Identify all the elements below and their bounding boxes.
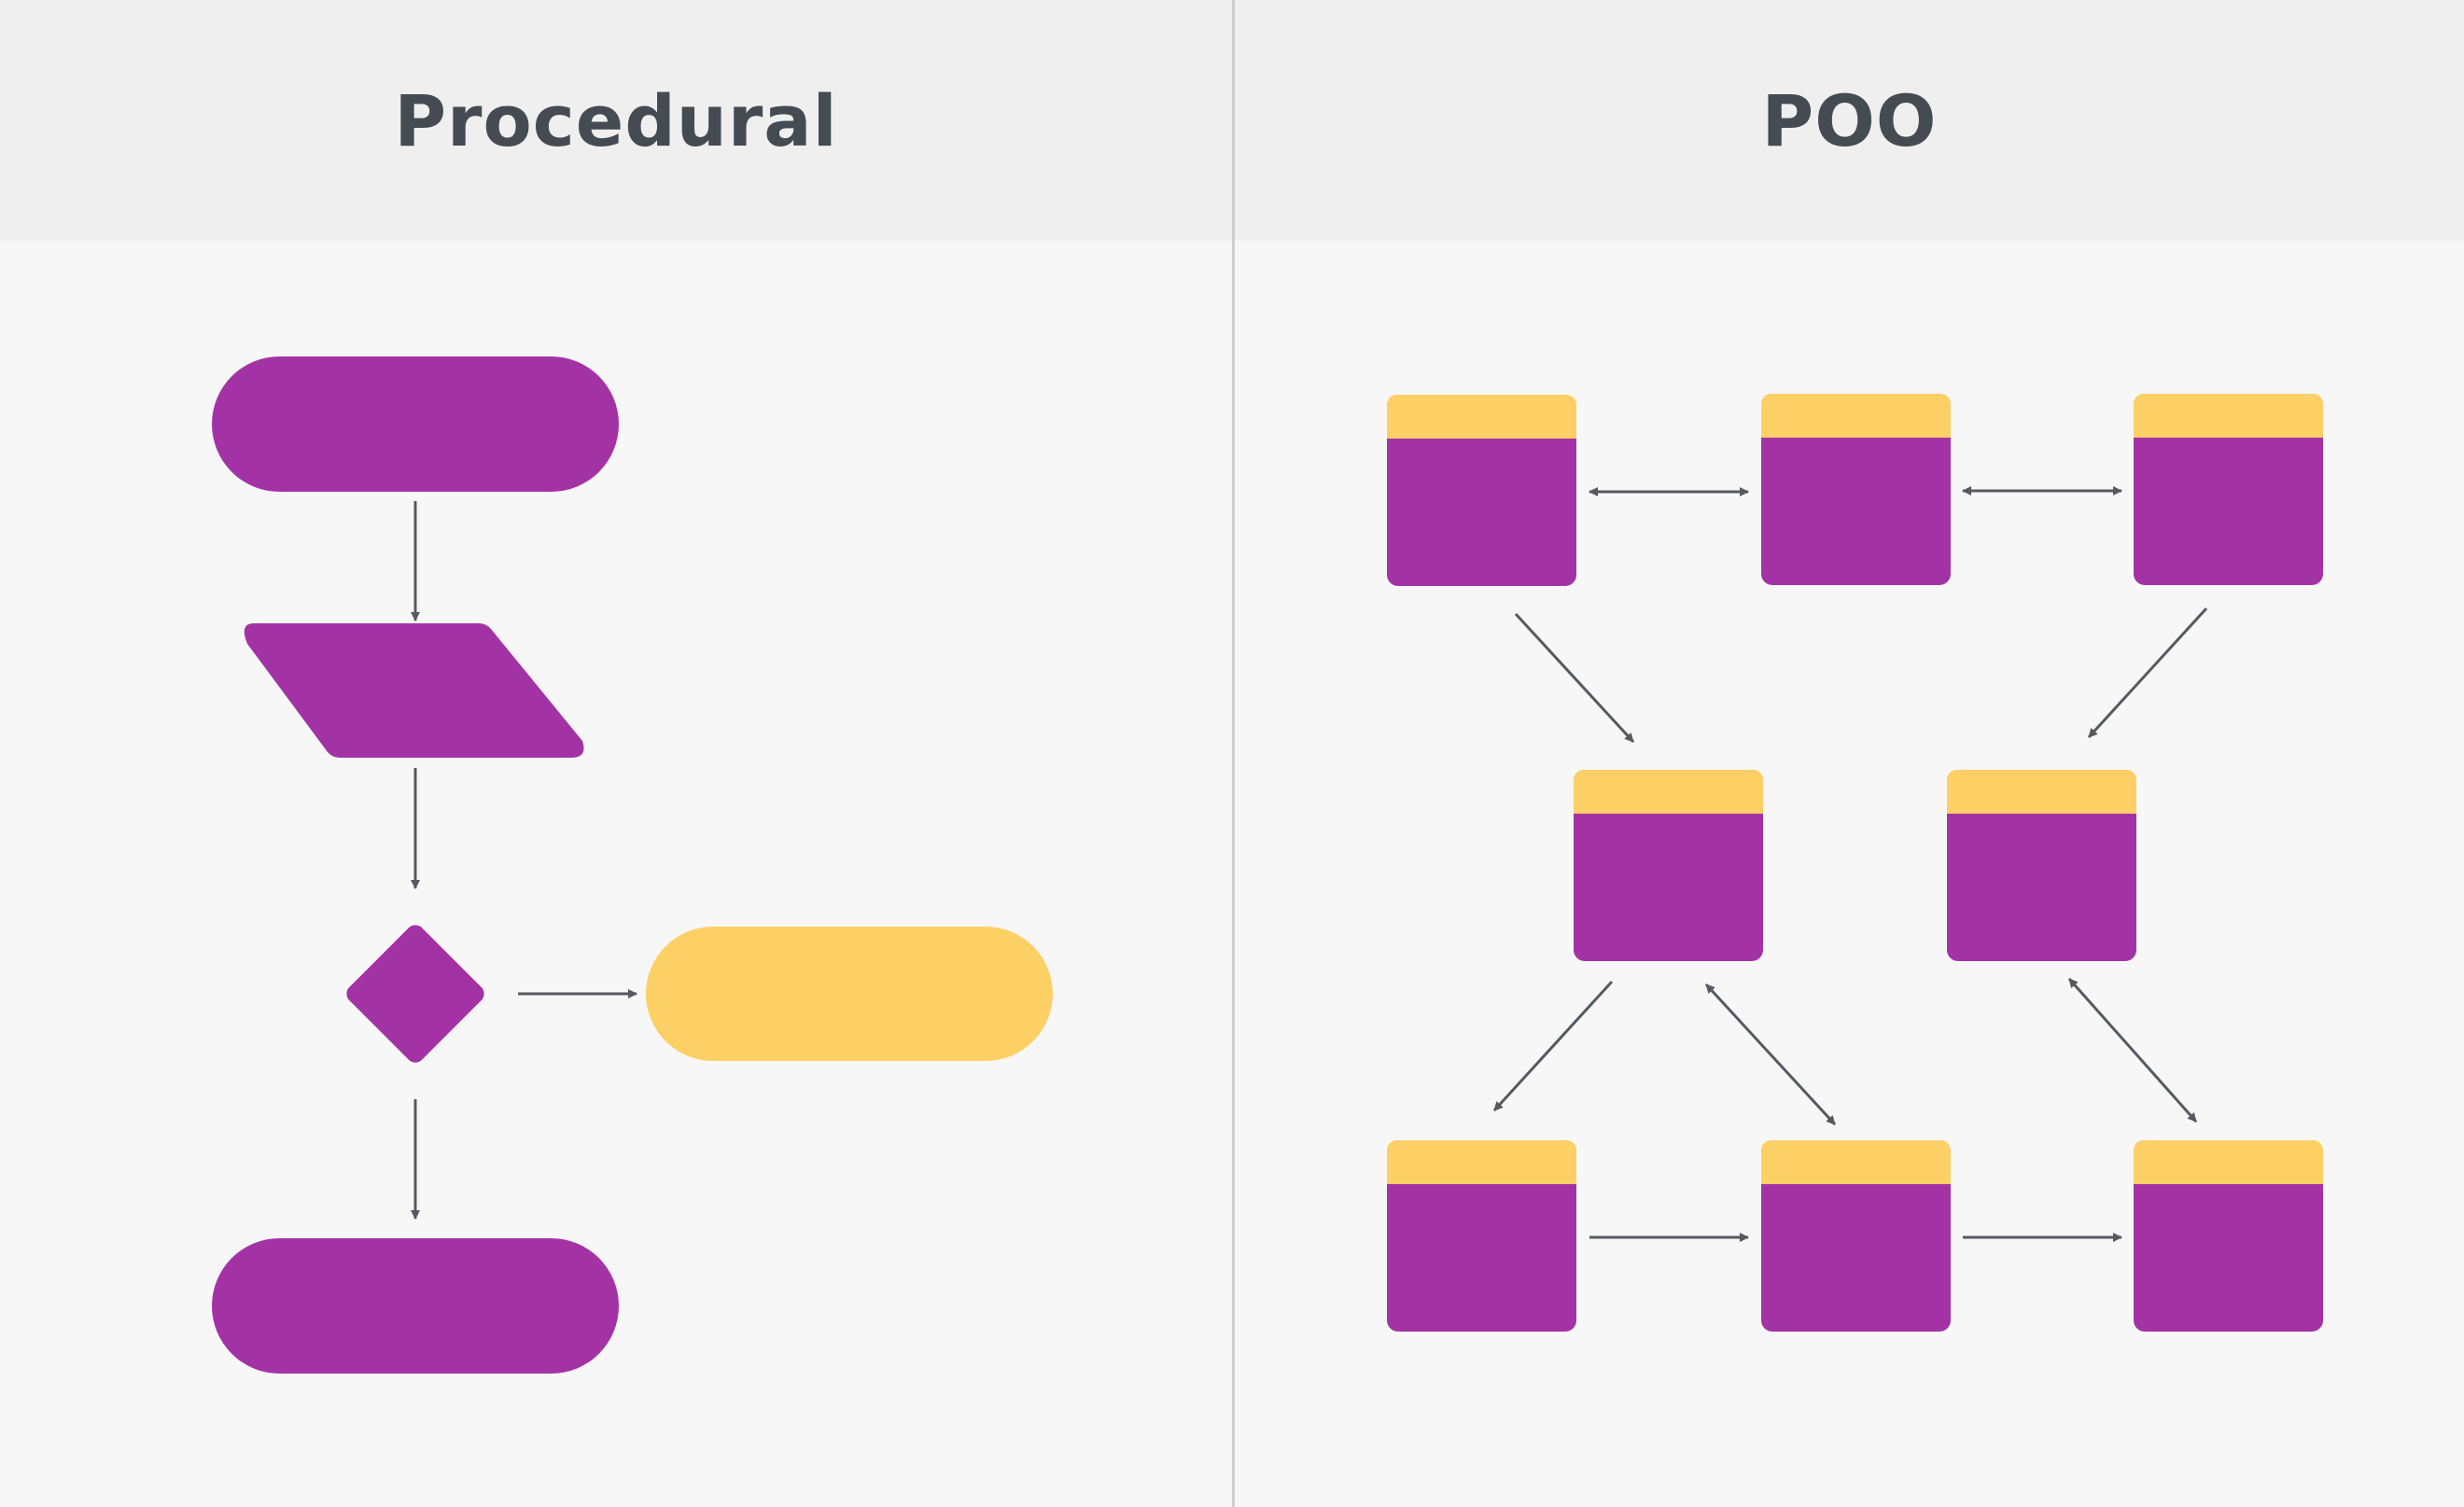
- procedural-title: Procedural: [394, 78, 838, 162]
- object-box-row3-right: [2134, 1140, 2323, 1332]
- object-box-row1-middle: [1761, 394, 1951, 585]
- oop-network: [1387, 394, 2323, 1332]
- link-row2-left-to-row3-left: [1492, 980, 1614, 1112]
- object-box-row3-left: [1387, 1140, 1576, 1332]
- start-terminal-shape: [212, 356, 619, 492]
- panel-divider: [1232, 0, 1235, 1507]
- object-box-row1-right: [2134, 394, 2323, 585]
- object-box-row2-left: [1574, 770, 1763, 961]
- link-row2-left-row3-middle: [1704, 983, 1837, 1126]
- link-row1-left-to-row2-left: [1514, 612, 1635, 744]
- decision-shape: [346, 925, 484, 1063]
- oop-title: POO: [1761, 78, 1938, 162]
- branch-terminal-shape: [646, 927, 1053, 1061]
- link-row1-right-to-row2-right: [2087, 607, 2208, 739]
- oop-header: POO: [1235, 0, 2464, 241]
- object-box-row3-middle: [1761, 1140, 1951, 1332]
- link-row2-right-row3-right: [2067, 978, 2198, 1123]
- object-box-row2-right: [1947, 770, 2136, 961]
- end-terminal-shape: [212, 1238, 619, 1374]
- procedural-header: Procedural: [0, 0, 1232, 241]
- procedural-flowchart: [212, 356, 1053, 1374]
- input-output-shape: [244, 623, 584, 758]
- object-box-row1-left: [1387, 395, 1576, 586]
